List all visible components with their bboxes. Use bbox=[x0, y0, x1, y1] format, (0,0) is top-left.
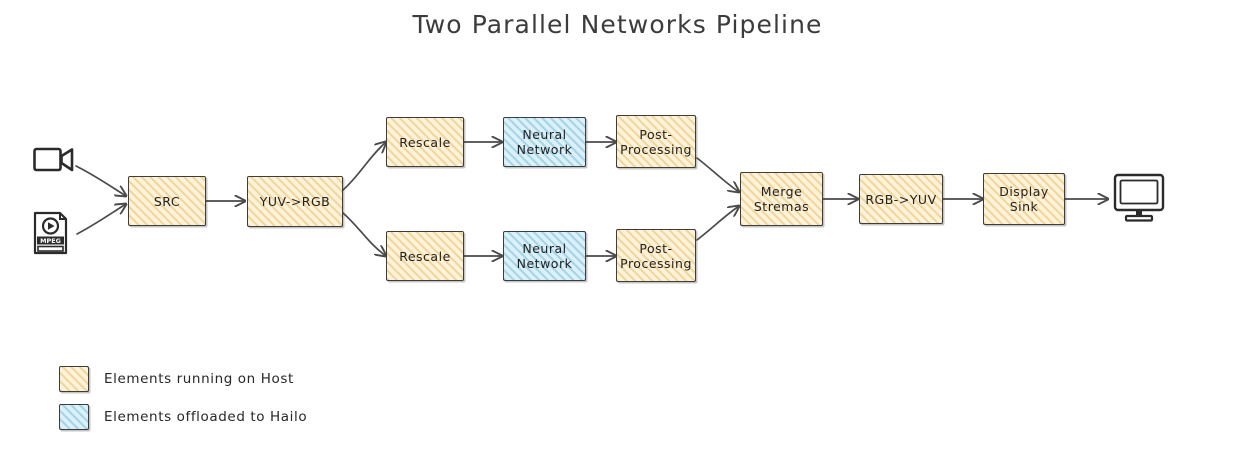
legend-row-hailo: Elements offloaded to Hailo bbox=[59, 404, 307, 430]
media-file-icon: MPEG bbox=[33, 211, 69, 259]
post-top-line1: Post- bbox=[639, 126, 673, 142]
node-rescale-top-label: Rescale bbox=[399, 134, 451, 150]
post-bottom-line2: Processing bbox=[620, 255, 692, 271]
edge-yuvrgb-to-rescale-bottom bbox=[342, 212, 386, 256]
node-src-label: SRC bbox=[153, 193, 181, 209]
node-post-processing-bottom[interactable]: Post- Processing bbox=[616, 229, 696, 282]
node-rescale-top[interactable]: Rescale bbox=[386, 117, 464, 167]
node-rescale-bottom[interactable]: Rescale bbox=[386, 231, 464, 281]
node-rgb-to-yuv-label: RGB->YUV bbox=[865, 191, 937, 207]
node-neural-network-top[interactable]: Neural Network bbox=[503, 117, 586, 167]
node-display-sink[interactable]: Display Sink bbox=[983, 173, 1065, 225]
edge-post-top-to-merge bbox=[696, 157, 739, 192]
legend-swatch-host bbox=[59, 366, 89, 392]
merge-line1: Merge bbox=[760, 184, 803, 199]
merge-line2: Stremas bbox=[753, 199, 810, 214]
legend-label-hailo: Elements offloaded to Hailo bbox=[104, 409, 308, 425]
node-display-sink-label: Display Sink bbox=[996, 184, 1052, 214]
legend-label-host: Elements running on Host bbox=[104, 371, 294, 387]
node-yuv-to-rgb[interactable]: YUV->RGB bbox=[247, 176, 343, 227]
node-neural-network-bottom-label: Neural Network bbox=[514, 241, 576, 271]
node-merge-streams[interactable]: Merge Stremas bbox=[740, 172, 823, 226]
node-neural-network-bottom[interactable]: Neural Network bbox=[503, 231, 586, 281]
nn-bottom-line2: Network bbox=[516, 256, 573, 271]
edge-yuvrgb-to-rescale-top bbox=[342, 142, 386, 191]
display-line1: Display bbox=[999, 184, 1049, 199]
node-rescale-bottom-label: Rescale bbox=[399, 248, 451, 264]
post-bottom-line1: Post- bbox=[639, 240, 673, 256]
node-post-processing-top-label: Post- Processing bbox=[617, 127, 695, 157]
video-camera-icon bbox=[33, 146, 75, 178]
edge-mediafile-to-src bbox=[76, 204, 126, 235]
nn-top-line1: Neural bbox=[522, 127, 567, 142]
node-merge-streams-label: Merge Stremas bbox=[751, 184, 812, 214]
node-neural-network-top-label: Neural Network bbox=[514, 127, 576, 157]
display-monitor-icon bbox=[1113, 173, 1165, 229]
nn-bottom-line1: Neural bbox=[522, 241, 567, 256]
nn-top-line2: Network bbox=[516, 142, 573, 157]
node-post-processing-top[interactable]: Post- Processing bbox=[616, 115, 696, 168]
node-yuv-to-rgb-label: YUV->RGB bbox=[259, 194, 331, 209]
media-file-format-label: MPEG bbox=[40, 237, 61, 245]
legend-row-host: Elements running on Host bbox=[59, 366, 307, 392]
edge-post-bottom-to-merge bbox=[696, 206, 739, 241]
edge-camera-to-src bbox=[75, 165, 126, 196]
legend-swatch-hailo bbox=[59, 404, 89, 430]
node-src[interactable]: SRC bbox=[128, 176, 206, 226]
display-line2: Sink bbox=[1009, 199, 1039, 214]
node-post-processing-bottom-label: Post- Processing bbox=[617, 241, 695, 271]
page-title: Two Parallel Networks Pipeline bbox=[412, 10, 823, 39]
node-rgb-to-yuv[interactable]: RGB->YUV bbox=[859, 174, 943, 224]
post-top-line2: Processing bbox=[620, 141, 692, 157]
legend: Elements running on Host Elements offloa… bbox=[59, 366, 307, 442]
